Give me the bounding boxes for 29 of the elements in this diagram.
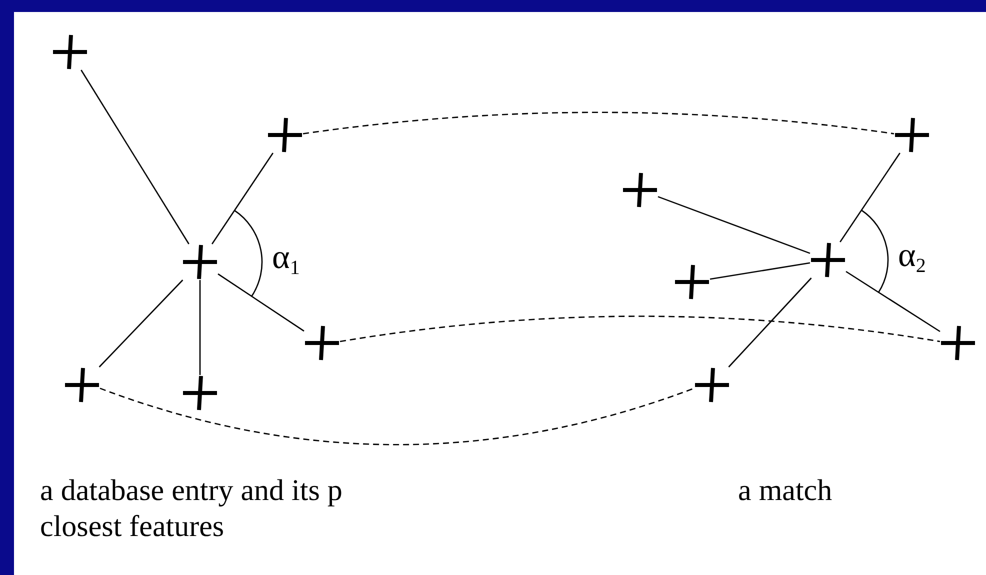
cross-marker [52, 34, 88, 70]
caption-text: a match [738, 473, 832, 509]
connector-line [840, 152, 900, 242]
connector-line [218, 273, 304, 332]
dashed-connector [100, 388, 694, 446]
connector-line [846, 270, 940, 332]
connector-line [212, 152, 274, 244]
connector-line [658, 196, 810, 254]
caption-text: a database entry and its p closest features [40, 473, 344, 545]
cross-marker [267, 117, 303, 153]
dashed-connector [302, 112, 894, 134]
cross-marker [182, 244, 218, 280]
dashed-connector [340, 316, 940, 342]
cross-marker [674, 264, 710, 300]
cross-marker [940, 325, 976, 361]
connector-line [80, 70, 190, 244]
cross-marker [694, 367, 730, 403]
cross-marker [304, 325, 340, 361]
cross-marker [64, 367, 100, 403]
angle-label: α$_{1}$ [272, 240, 300, 281]
cross-marker [182, 375, 218, 411]
connector-line [710, 262, 810, 280]
cross-marker [810, 242, 846, 278]
connector-line [728, 278, 812, 368]
connector-line [199, 280, 201, 375]
angle-label: α$_{2}$ [898, 238, 926, 279]
cross-marker [622, 172, 658, 208]
cross-marker [894, 117, 930, 153]
connector-line [98, 280, 184, 368]
